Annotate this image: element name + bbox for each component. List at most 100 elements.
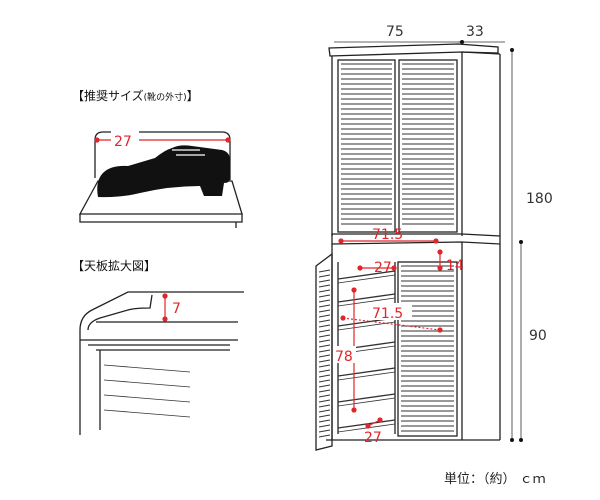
top-lip-dot-top <box>162 293 168 299</box>
cabinet-section: 75 33 180 90 <box>315 24 553 451</box>
shelf-depth-top-label: 27 <box>374 260 392 276</box>
upper-side-top <box>461 51 501 55</box>
lower-height-dot-bottom <box>519 438 523 442</box>
shoe-length-label: 27 <box>114 134 132 150</box>
open-door-louver <box>318 294 331 298</box>
open-door-louver <box>318 269 331 273</box>
upper-frame <box>331 52 501 236</box>
open-door-louver <box>318 399 331 403</box>
open-door-louver <box>318 419 331 423</box>
recommended-size-section: 【推奨サイズ(靴の外寸)】 27 <box>72 88 243 228</box>
top-panel-zoom-section: 【天板拡大図】 7 <box>72 259 244 435</box>
open-door-louver <box>318 279 331 283</box>
open-door-louver <box>318 429 331 433</box>
open-left-door <box>315 252 333 451</box>
open-door-louver <box>318 309 331 313</box>
upper-gap-dot-bottom <box>437 265 443 271</box>
open-door-louver <box>318 334 331 338</box>
interior-shelf-edge <box>337 371 396 381</box>
panel-inner-lip <box>87 294 153 331</box>
open-door-louver <box>318 409 331 413</box>
recommended-size-title: 【推奨サイズ(靴の外寸)】 <box>72 88 199 103</box>
shoe-shelf-front <box>79 214 243 223</box>
shelf-depth-top-dot-right <box>391 265 397 271</box>
recommended-size-title-close: 】 <box>187 89 199 103</box>
upper-left-louvers <box>341 63 392 225</box>
open-door-louver <box>318 369 331 373</box>
inner-width-mid-line <box>342 317 441 331</box>
top-lip-label: 7 <box>172 301 181 317</box>
inner-height-label-bg <box>334 346 356 363</box>
open-door-louver <box>318 349 331 353</box>
interior-shelf <box>337 393 396 403</box>
depth-divider-dot <box>460 40 464 44</box>
open-door-louver <box>318 389 331 393</box>
depth-label: 33 <box>466 24 484 40</box>
recommended-size-title-main: 【推奨サイズ <box>72 88 144 103</box>
shoe-backboard <box>94 131 231 180</box>
shoe-length-dot-right <box>225 137 231 143</box>
lower-right-door <box>397 261 458 437</box>
middle-ledge <box>331 233 501 245</box>
open-door-louver <box>318 379 331 383</box>
panel-rail <box>88 344 230 351</box>
open-door-louver <box>318 339 331 343</box>
interior-shelf-edge <box>337 274 396 284</box>
inner-width-mid-dot-left <box>340 315 346 321</box>
interior-shelf <box>337 367 396 377</box>
open-door-louver <box>318 434 331 438</box>
lower-right-louvers <box>401 265 454 432</box>
upper-left-door <box>337 59 396 233</box>
inner-width-mid-dot-right <box>437 327 443 333</box>
open-door-louver <box>318 304 331 308</box>
total-height-dot-bottom <box>510 438 514 442</box>
open-door-louver <box>318 344 331 348</box>
shelf-depth-bottom-dot-left <box>365 423 371 429</box>
open-door-louver <box>318 384 331 388</box>
lower-height-dot-top <box>519 240 523 244</box>
unit-label: 単位：（約） ｃｍ <box>444 471 546 487</box>
open-door-louvers <box>318 269 331 438</box>
open-door-louver <box>318 374 331 378</box>
interior-shelf-edge <box>337 397 396 407</box>
open-door-louver <box>318 364 331 368</box>
open-door-louver <box>318 289 331 293</box>
interior-shelf <box>337 293 396 303</box>
shelf-depth-bottom-label: 27 <box>364 430 382 446</box>
lower-height-label: 90 <box>529 328 547 344</box>
open-door-louver <box>318 329 331 333</box>
open-door-louver <box>318 284 331 288</box>
top-lip-dot-bottom <box>162 316 168 322</box>
shelf-depth-top-dot-left <box>357 265 363 271</box>
open-door-louver <box>318 314 331 318</box>
inner-height-dot-bottom <box>351 407 357 413</box>
open-door-louver <box>318 414 331 418</box>
open-door-louver <box>318 424 331 428</box>
upper-gap-label: 14 <box>446 258 464 274</box>
open-door-louver <box>318 274 331 278</box>
interior-shelf-edge <box>337 297 396 307</box>
shoe-laces <box>172 149 205 156</box>
shelf-depth-bottom-dot-right <box>377 417 383 423</box>
upper-gap-dot-top <box>437 249 443 255</box>
total-height-label: 180 <box>526 191 553 207</box>
shoe-length-label-bg <box>111 131 139 148</box>
interior-shelf-edge <box>337 321 396 331</box>
open-door-louver <box>318 319 331 323</box>
shoe-icon <box>97 145 230 198</box>
interior-shelves <box>337 270 396 433</box>
panel-louvers <box>103 364 191 418</box>
inner-width-top-dot-right <box>433 238 439 244</box>
cabinet-crown <box>328 43 499 57</box>
open-door-louver <box>318 299 331 303</box>
open-door-louver <box>318 354 331 358</box>
inner-height-label: 78 <box>335 349 353 365</box>
total-height-dot-top <box>510 48 514 52</box>
upper-right-louvers <box>402 63 454 225</box>
interior-shelf <box>337 270 396 280</box>
upper-right-door <box>398 59 458 233</box>
width-label: 75 <box>386 24 404 40</box>
open-door-louver <box>318 404 331 408</box>
top-panel-zoom-title: 【天板拡大図】 <box>72 259 156 273</box>
